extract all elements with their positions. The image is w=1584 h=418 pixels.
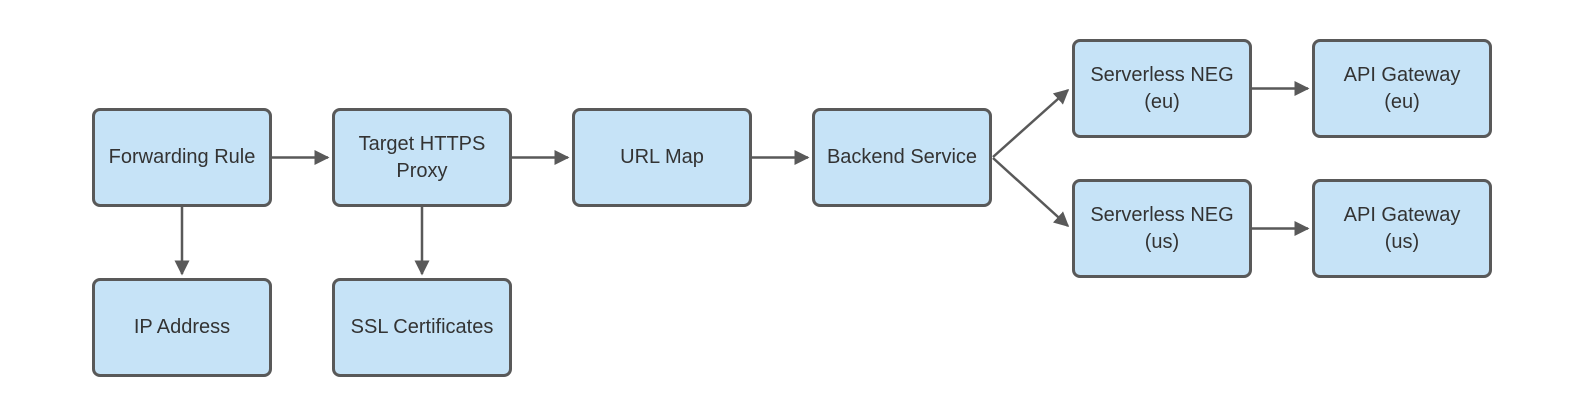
node-forwarding-rule: Forwarding Rule bbox=[92, 108, 272, 207]
node-label: Target HTTPS Proxy bbox=[358, 132, 486, 182]
node-target-https-proxy: Target HTTPS Proxy bbox=[332, 108, 512, 207]
node-label: Backend Service bbox=[826, 146, 978, 168]
node-api-gateway-eu: API Gateway (eu) bbox=[1312, 39, 1492, 138]
node-label: Serverless NEG (us) bbox=[1090, 203, 1234, 253]
edge-backend-service-to-serverless-neg-us bbox=[992, 157, 1070, 228]
edge-backend-service-to-serverless-neg-eu bbox=[992, 89, 1070, 158]
node-ip-address: IP Address bbox=[92, 278, 272, 377]
node-backend-service: Backend Service bbox=[812, 108, 992, 207]
node-api-gateway-us: API Gateway (us) bbox=[1312, 179, 1492, 278]
node-label: IP Address bbox=[133, 316, 231, 338]
node-serverless-neg-eu: Serverless NEG (eu) bbox=[1072, 39, 1252, 138]
node-url-map: URL Map bbox=[572, 108, 752, 207]
node-label: API Gateway (us) bbox=[1343, 203, 1461, 253]
node-serverless-neg-us: Serverless NEG (us) bbox=[1072, 179, 1252, 278]
node-label: API Gateway (eu) bbox=[1343, 63, 1461, 113]
node-ssl-certificates: SSL Certificates bbox=[332, 278, 512, 377]
node-label: Forwarding Rule bbox=[108, 146, 256, 168]
node-label: Serverless NEG (eu) bbox=[1090, 63, 1234, 113]
node-label: SSL Certificates bbox=[350, 316, 494, 338]
node-label: URL Map bbox=[620, 146, 704, 168]
